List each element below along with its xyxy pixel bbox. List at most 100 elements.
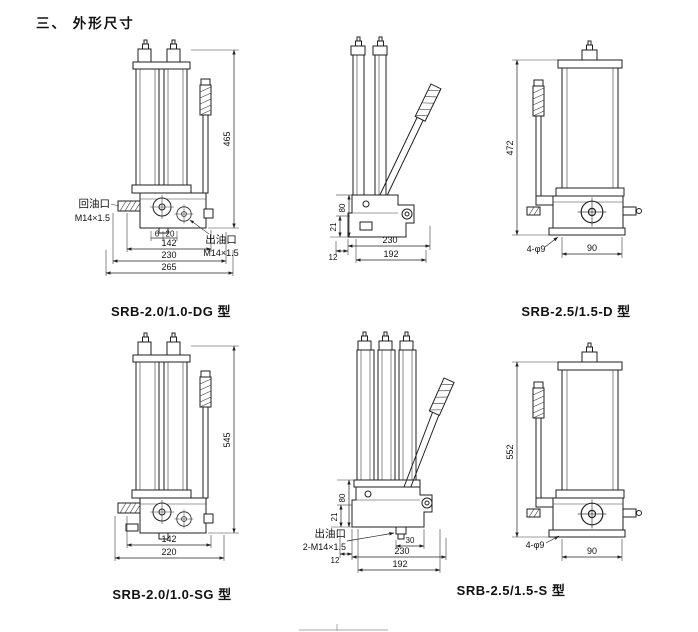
s-dimensions: 552 4-φ9 90 [505, 361, 623, 561]
dside-dim-192-label: 192 [383, 249, 398, 259]
outlet-port-stub [395, 526, 407, 535]
drawing-srb-dg: 465 6 20 142 230 265 [75, 39, 239, 319]
dg-dimensions: 465 6 20 142 230 265 [75, 49, 239, 276]
grease-nipple-icon [142, 39, 149, 50]
outlet-port-stub [203, 513, 214, 524]
grease-nipple-icon [403, 331, 410, 342]
sside-out-port-label: 出油口 [315, 527, 347, 540]
dside-dim-21-label: 21 [329, 222, 338, 231]
page-title: 三、 外形尺寸 [36, 16, 135, 31]
drawing-srb-sg: 545 142 220 SRB-2.0/1.0-SG 型 [112, 332, 239, 602]
drawing-srb-d: 472 4-φ9 90 SRB-2.5/1.5-D 型 [505, 40, 642, 319]
handle-grip [532, 85, 545, 117]
bottom-stub [158, 532, 169, 540]
base-flange [548, 227, 626, 236]
return-port-stub [117, 502, 141, 514]
sg-reservoir [131, 332, 192, 499]
dg-out-port-label: 出油口 [205, 233, 237, 246]
sside-dim-192-label: 192 [392, 559, 407, 569]
d-dimensions: 472 4-φ9 90 [505, 59, 623, 258]
drawing-srb-s: 552 4-φ9 90 [505, 342, 642, 561]
drawing-d-side-view: 80 21 12 230 192 [329, 36, 442, 263]
page-bottom-artifact [299, 624, 388, 631]
base-flange [548, 529, 626, 538]
s-handle [532, 381, 545, 499]
dside-dim-80-label: 80 [338, 203, 347, 212]
sg-handle [199, 370, 212, 499]
dside-body [350, 36, 388, 196]
sside-handle [403, 377, 455, 490]
model-label-srb-sg: SRB-2.0/1.0-SG 型 [112, 587, 231, 602]
bottom-stub [158, 227, 169, 234]
dg-return-port-label: 回油口 [79, 197, 111, 210]
sside-dim-30-label: 30 [406, 536, 415, 545]
grease-nipple-icon [142, 332, 149, 343]
sside-out-port-thread-label: 2-M14×1.5 [303, 542, 346, 552]
dg-reservoir [131, 39, 192, 194]
dg-handle [199, 78, 212, 194]
dg-dim-265-label: 265 [161, 262, 176, 272]
dg-dim-20-label: 20 [166, 230, 175, 239]
handle-grip [199, 376, 212, 408]
handle-grip [428, 377, 455, 416]
dside-dim-230-label: 230 [382, 235, 397, 245]
grease-nipple-icon [382, 331, 389, 342]
s-dim-holes-label: 4-φ9 [526, 540, 545, 550]
sside-dim-21-label: 21 [330, 512, 339, 521]
model-label-srb-s: SRB-2.5/1.5-S 型 [457, 583, 566, 598]
grease-nipple-icon [170, 39, 177, 50]
sside-dim-12-label: 12 [331, 556, 340, 565]
return-port-stub [117, 200, 141, 212]
sg-dim-220-label: 220 [161, 547, 176, 557]
grease-nipple-icon [170, 332, 177, 343]
dg-out-port-thread-label: M14×1.5 [203, 248, 238, 258]
dg-pump-body [139, 192, 214, 234]
model-label-srb-dg: SRB-2.0/1.0-DG 型 [111, 304, 231, 319]
handle-grip [414, 83, 442, 122]
d-dim-height-label: 472 [505, 140, 515, 155]
dg-dim-height-label: 465 [222, 131, 232, 146]
dg-dim-142-label: 142 [161, 238, 176, 248]
grease-nipple-icon [586, 342, 593, 353]
model-label-srb-d: SRB-2.5/1.5-D 型 [521, 304, 630, 319]
d-pump-body [526, 195, 642, 236]
s-dim-90-label: 90 [587, 546, 597, 556]
grease-nipple-icon [361, 331, 368, 342]
dside-dimensions: 80 21 12 230 192 [329, 194, 431, 263]
grease-nipple-icon [355, 36, 362, 47]
grease-nipple-icon [586, 40, 593, 51]
sg-dim-height-label: 545 [222, 432, 232, 447]
sg-pump-body [125, 497, 214, 540]
sg-dimensions: 545 142 220 [114, 345, 239, 561]
dg-dim-6-label: 6 [155, 230, 160, 239]
drawing-s-side-view: 80 21 12 出油口 2-M14×1.5 30 230 [303, 331, 566, 598]
dg-return-port-thread-label: M14×1.5 [75, 213, 110, 223]
dside-handle [376, 83, 442, 205]
s-dim-height-label: 552 [505, 444, 515, 459]
side-port-stub [526, 206, 541, 216]
grease-nipple-icon [377, 36, 384, 47]
dside-base [347, 194, 415, 238]
d-handle [532, 79, 545, 197]
dside-dim-12-label: 12 [329, 253, 338, 262]
d-reservoir [555, 40, 625, 197]
sside-base [351, 486, 433, 540]
handle-grip [199, 84, 212, 116]
d-dim-holes-label: 4-φ9 [527, 244, 546, 254]
outlet-port-stub [622, 206, 637, 216]
sside-body [353, 331, 421, 488]
outlet-port-stub [622, 508, 637, 518]
d-dim-90-label: 90 [587, 243, 597, 253]
side-port-stub [526, 508, 541, 518]
sside-dimensions: 80 21 12 出油口 2-M14×1.5 30 230 [303, 479, 447, 573]
sg-dim-142-label: 142 [161, 534, 176, 544]
s-pump-body [526, 497, 642, 538]
outlet-port-stub [203, 208, 214, 219]
dg-dim-230-label: 230 [161, 250, 176, 260]
sside-dim-230-label: 230 [394, 546, 409, 556]
s-reservoir [555, 342, 625, 499]
side-stub [125, 523, 139, 532]
sside-dim-80-label: 80 [338, 493, 347, 502]
